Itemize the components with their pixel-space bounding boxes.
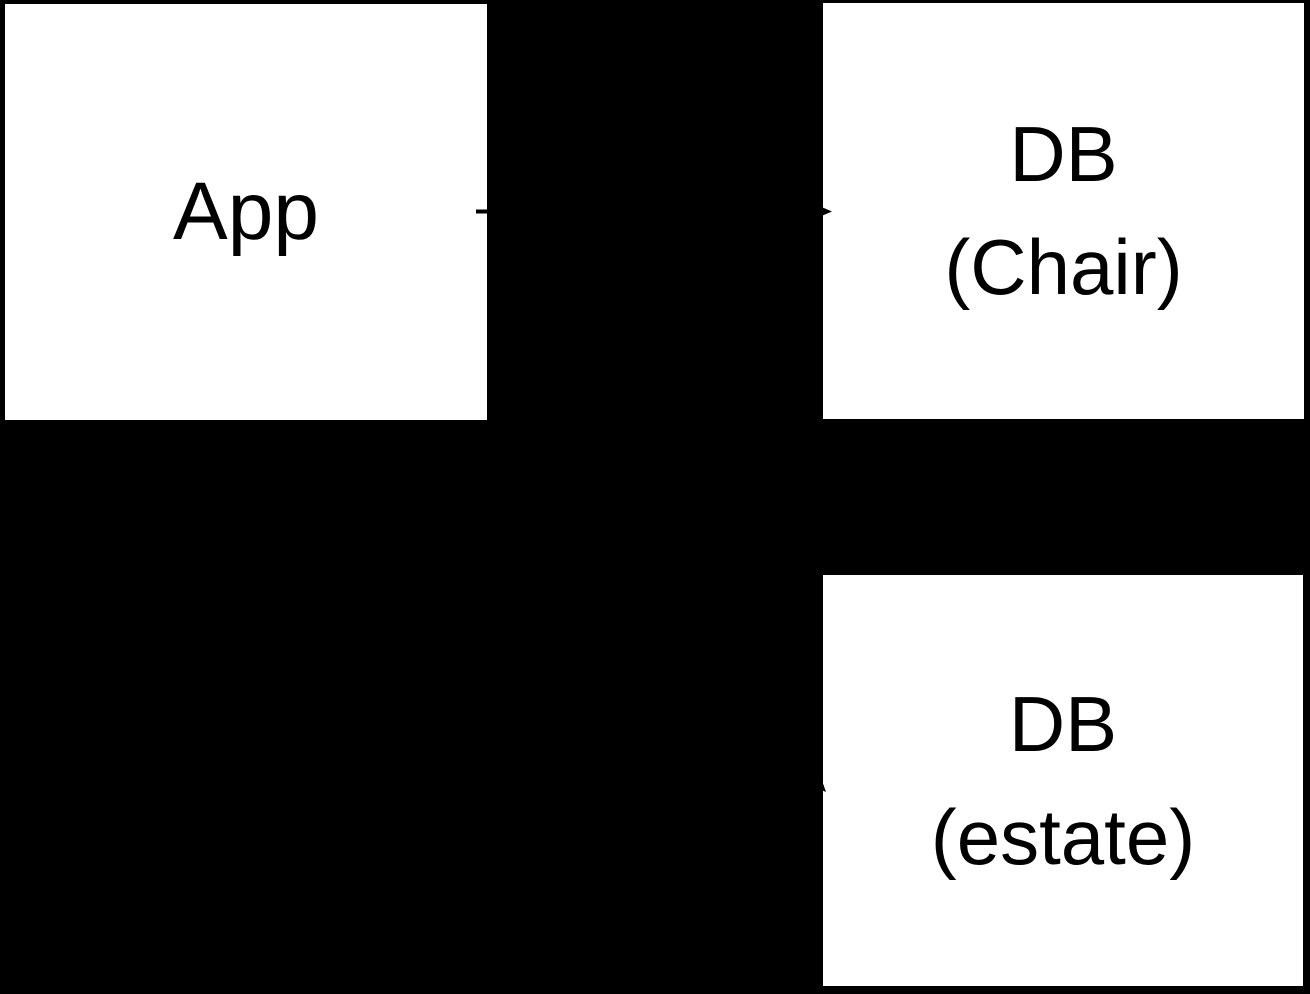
- node-app-label: App: [173, 165, 319, 257]
- node-db-chair: DB (Chair): [823, 3, 1304, 419]
- node-app: App: [5, 4, 487, 420]
- node-db-chair-label-line2: (Chair): [944, 223, 1183, 311]
- node-db-estate: DB (estate): [823, 575, 1303, 986]
- edge-app-to-db-chair: [476, 205, 832, 218]
- node-db-estate-label-line1: DB: [1008, 679, 1118, 768]
- edge-app-to-db-estate: [488, 422, 826, 792]
- node-db-chair-label-line1: DB: [1009, 110, 1118, 198]
- edge-line: [488, 422, 819, 784]
- node-db-estate-label-line2: (estate): [930, 792, 1196, 881]
